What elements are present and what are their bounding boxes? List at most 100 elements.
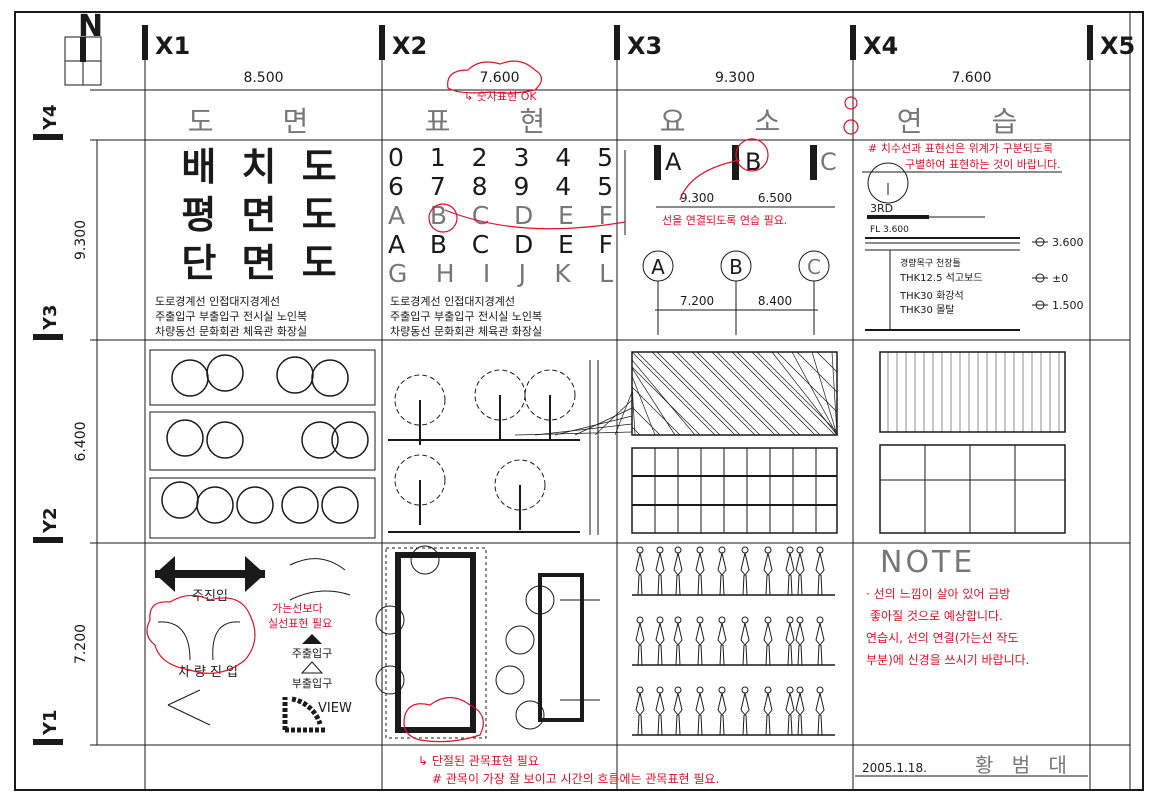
tree-plan-symbol — [206, 421, 244, 459]
human-figure-head — [786, 546, 794, 554]
human-figure-body — [815, 692, 825, 736]
tree-plan-symbol — [171, 359, 209, 397]
human-figure-head — [786, 616, 794, 624]
bubble-label-b: B — [729, 255, 743, 279]
comment-top-right-2: 구별하여 표현하는 것이 바랍니다. — [905, 157, 1061, 171]
author-name: 황 범 대 — [975, 753, 1073, 777]
axis-marker-x5 — [1087, 25, 1093, 60]
diagonal-hatch — [554, 415, 633, 436]
column-header-element: 요 소 — [660, 105, 810, 138]
human-figure-head — [718, 616, 726, 624]
tile-grid-pattern — [631, 447, 838, 534]
tree-plan-symbol — [281, 486, 319, 524]
diagonal-hatch — [831, 351, 838, 436]
comment-thin-line-2: 실선표현 필요 — [268, 617, 332, 630]
diagonal-hatch — [656, 351, 741, 436]
section-detail: 3RD FL 3.600 경량목구 천장틀 THK12.5 석고보드 THK30… — [862, 162, 1084, 331]
diagonal-hatch — [534, 423, 633, 436]
human-figure-body — [635, 622, 645, 666]
human-figure-head — [741, 546, 749, 554]
letters-row-1: A B C D E F — [388, 201, 613, 230]
human-figure-body — [763, 622, 773, 666]
diagonal-hatch — [796, 351, 838, 393]
span-y2: 6.400 — [73, 421, 89, 461]
axis-label-x1: X1 — [155, 32, 190, 60]
grid-bubbles: A B C 9.300 6.500 A B C 7.200 8.400 — [624, 145, 837, 335]
span-x4: 7.600 — [951, 70, 991, 86]
human-figure-head — [786, 686, 794, 694]
human-figure-body — [655, 552, 665, 596]
human-figure-body — [673, 622, 683, 666]
tree-elevation-canopy — [394, 374, 446, 426]
human-figure-body — [815, 622, 825, 666]
red-corrections: ↳ 숫자표현 OK # 치수선과 표현선은 위계가 구분되도록 구별하여 표현하… — [146, 60, 1061, 786]
human-figure-body — [785, 622, 795, 666]
human-figure-body — [740, 622, 750, 666]
axis-marker-x2 — [379, 25, 385, 60]
diagonal-hatch — [756, 351, 838, 433]
diagonal-hatch — [716, 351, 801, 436]
axis-label-y1: Y1 — [40, 709, 61, 736]
note-left-2: 주출입구 부출입구 전시실 노인복 — [155, 310, 307, 323]
note-line-3: 연습시, 선의 연결(가는선 작도 — [866, 631, 1018, 645]
bubble-label-c: C — [807, 255, 821, 279]
human-figure-body — [717, 692, 727, 736]
grid-dim-bottom-1: 7.200 — [680, 294, 714, 308]
human-figure-body — [673, 692, 683, 736]
tree-plan-symbol — [321, 486, 359, 524]
span-x1: 8.500 — [243, 70, 283, 86]
tree-plan-symbol — [166, 419, 204, 457]
span-y3: 7.200 — [73, 624, 89, 664]
diagonal-hatch — [696, 351, 781, 436]
human-figure-body — [763, 552, 773, 596]
shrub-symbol — [505, 625, 535, 655]
tree-plan-symbol — [236, 486, 274, 524]
level-value-1: 3.600 — [1052, 236, 1084, 249]
grid-lines — [90, 25, 1130, 790]
bubble-label-a: A — [651, 255, 665, 279]
human-figure-body — [740, 552, 750, 596]
note-right-2: 주출입구 부출입구 전시실 노인복 — [390, 310, 542, 323]
tree-plan-symbol — [161, 481, 199, 519]
level-value-2: ±0 — [1052, 272, 1068, 285]
layer-4: THK30 몰탈 — [899, 303, 955, 316]
label-view: VIEW — [318, 701, 352, 716]
diagonal-hatch — [631, 426, 641, 436]
diagonal-hatch — [631, 359, 696, 436]
human-figure-body — [673, 552, 683, 596]
axis-marker-x4 — [850, 25, 856, 60]
shrub-symbol — [515, 700, 545, 730]
letters-row-2: A B C D E F — [388, 230, 613, 259]
label-main-entry: 주진입 — [192, 589, 228, 604]
note-right-1: 도로경계선 인접대지경계선 — [390, 295, 515, 308]
human-figure-head — [656, 686, 664, 694]
diagonal-hatch — [731, 351, 816, 436]
diagonal-hatch — [631, 406, 661, 436]
axis-label-y3: Y3 — [40, 304, 61, 331]
tree-elevation-canopy — [494, 459, 546, 511]
human-figure-head — [674, 686, 682, 694]
diagonal-hatch — [514, 431, 633, 436]
human-figure-body — [740, 692, 750, 736]
human-figure-body — [635, 552, 645, 596]
axis-marker-y3 — [33, 334, 63, 340]
numbers-row-1: 0 1 2 3 4 5 — [388, 143, 613, 172]
note-right-3: 차량동선 문화회관 체육관 화장실 — [390, 325, 542, 338]
diagonal-hatch — [671, 351, 756, 436]
north-symbol: N — [64, 9, 103, 86]
diagonal-hatch — [736, 351, 821, 436]
grid-dim-top-1: 9.300 — [680, 191, 714, 205]
human-figure-head — [741, 616, 749, 624]
note-left-3: 차량동선 문화회관 체육관 화장실 — [155, 325, 307, 338]
human-figure-head — [718, 686, 726, 694]
tree-plan-symbol — [206, 354, 244, 392]
title-floor-plan: 평 면 도 — [181, 193, 342, 237]
diagonal-hatch — [631, 366, 701, 436]
human-figure-head — [816, 616, 824, 624]
tree-plan-symbol — [301, 421, 339, 459]
comment-shrub-bottom: # 관목이 가장 잘 보이고 시간의 흐름에는 관목표현 필요. — [432, 772, 719, 786]
note-line-2: 좋아질 것으로 예상합니다. — [870, 609, 1003, 623]
level-value-3: 1.500 — [1052, 299, 1084, 312]
note-block: NOTE · 선의 느낌이 살아 있어 금방 좋아질 것으로 예상합니다. 연습… — [866, 545, 1029, 667]
note-line-4: 부분)에 신경을 쓰시기 바랍니다. — [866, 653, 1029, 667]
